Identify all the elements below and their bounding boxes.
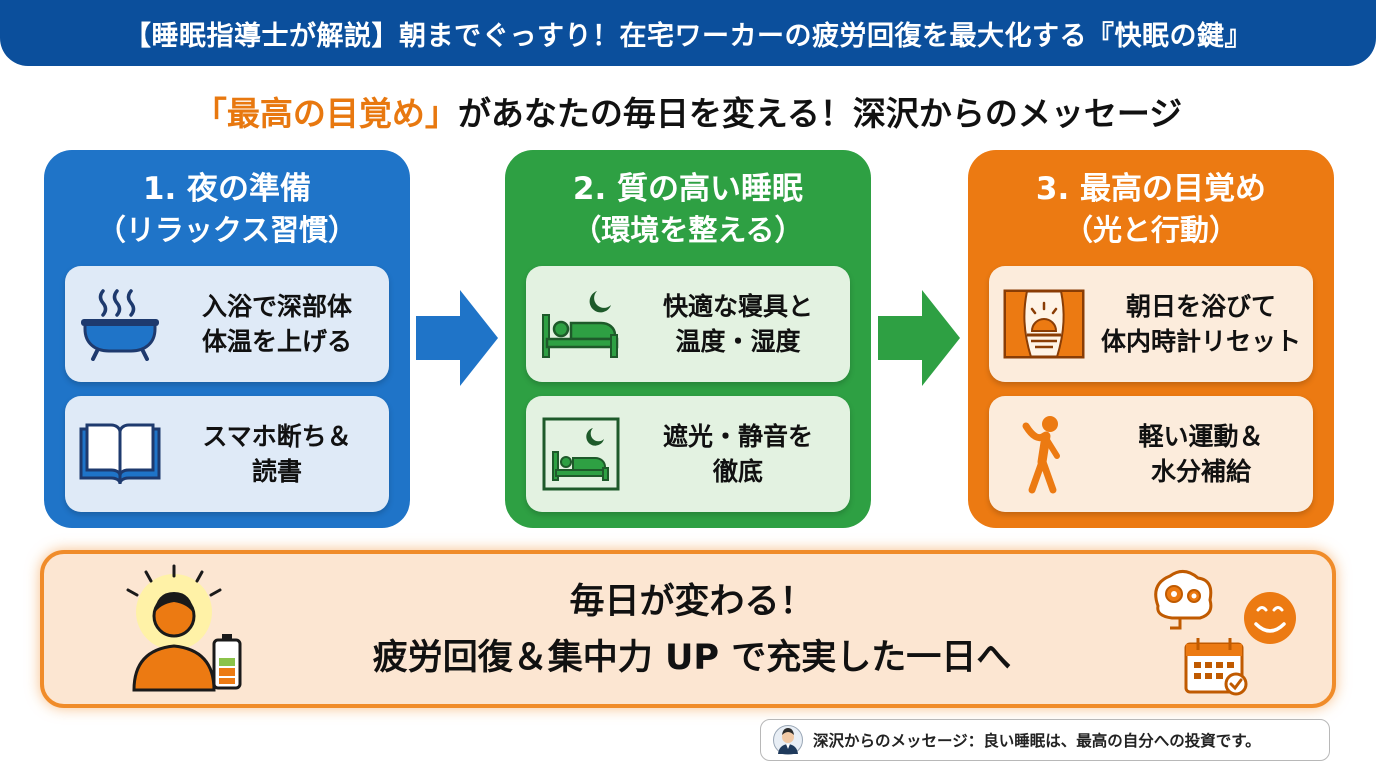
step-subheading: （リラックス習慣）	[96, 213, 358, 247]
step-heading: 2. 質の高い睡眠	[572, 171, 804, 207]
item-line: 快適な寝具と	[662, 292, 813, 321]
step-item-exercise: 軽い運動＆ 水分補給	[989, 396, 1313, 512]
sunrise-window-icon	[989, 266, 1099, 382]
dark-room-bed-icon	[526, 396, 636, 512]
item-line: 徹底	[712, 457, 763, 486]
step-subheading: （光と行動）	[1063, 213, 1238, 247]
calendar-check-icon	[1184, 638, 1248, 696]
bed-moon-icon	[526, 266, 636, 382]
step-item-text: 遮光・静音を 徹底	[636, 419, 850, 489]
item-line: 軽い運動＆	[1138, 422, 1264, 451]
item-line: 体温を上げる	[201, 327, 352, 356]
result-line-2: 疲労回復＆集中力 UP で充実した一日へ	[372, 638, 1012, 678]
avatar	[773, 725, 803, 755]
benefits-icons-group	[1154, 570, 1296, 696]
footer-message: 深沢からのメッセージ：良い睡眠は、最高の自分への投資です。	[813, 732, 1261, 750]
step-item-darkness: 遮光・静音を 徹底	[526, 396, 850, 512]
step-subheading: （環境を整える）	[572, 213, 804, 247]
result-banner: 毎日が変わる！ 疲労回復＆集中力 UP で充実した一日へ	[40, 550, 1336, 708]
brain-gear-icon	[1154, 570, 1213, 630]
result-line-1: 毎日が変わる！	[569, 582, 815, 622]
stretching-person-icon	[989, 396, 1099, 512]
book-icon	[65, 396, 175, 512]
step-card-best-wakeup: 3. 最高の目覚め （光と行動） 朝日を浴びて 体内時計リセット	[968, 150, 1334, 528]
page-title-bar: 【睡眠指導士が解説】朝までぐっすり！在宅ワーカーの疲労回復を最大化する『快眠の鍵…	[0, 0, 1376, 66]
page-title: 【睡眠指導士が解説】朝までぐっすり！在宅ワーカーの疲労回復を最大化する『快眠の鍵…	[123, 20, 1253, 52]
arrow-right-icon	[878, 290, 960, 386]
subtitle-highlight: 「最高の目覚め」	[193, 94, 458, 133]
item-line: 入浴で深部体	[201, 292, 352, 321]
result-text: 毎日が変わる！ 疲労回復＆集中力 UP で充実した一日へ	[274, 574, 1110, 686]
step-card-night-prep: 1. 夜の準備 （リラックス習慣） 入浴で深部体 体温を上げる	[44, 150, 410, 528]
step-card-header: 3. 最高の目覚め （光と行動）	[968, 168, 1334, 250]
step-item-sunlight: 朝日を浴びて 体内時計リセット	[989, 266, 1313, 382]
step-item-reading: スマホ断ち＆ 読書	[65, 396, 389, 512]
item-line: 遮光・静音を	[662, 422, 813, 451]
step-card-quality-sleep: 2. 質の高い睡眠 （環境を整える） 快適な寝具と 温度・湿度	[505, 150, 871, 528]
item-line: 水分補給	[1150, 457, 1251, 486]
step-card-header: 1. 夜の準備 （リラックス習慣）	[44, 168, 410, 250]
step-item-text: スマホ断ち＆ 読書	[175, 419, 389, 489]
step-heading: 3. 最高の目覚め	[1035, 171, 1267, 207]
step-item-text: 入浴で深部体 体温を上げる	[175, 289, 389, 359]
arrow-right-icon	[416, 290, 498, 386]
energized-person-icon	[126, 564, 242, 692]
step-item-text: 軽い運動＆ 水分補給	[1099, 419, 1313, 489]
smiley-face-icon	[1244, 592, 1296, 644]
step-item-bath: 入浴で深部体 体温を上げる	[65, 266, 389, 382]
item-line: 体内時計リセット	[1100, 327, 1301, 356]
step-card-header: 2. 質の高い睡眠 （環境を整える）	[505, 168, 871, 250]
step-item-text: 朝日を浴びて 体内時計リセット	[1099, 289, 1313, 359]
step-item-bedding: 快適な寝具と 温度・湿度	[526, 266, 850, 382]
subtitle: 「最高の目覚め」があなたの毎日を変える！深沢からのメッセージ	[0, 88, 1376, 134]
item-line: 読書	[251, 457, 302, 486]
bathtub-icon	[65, 266, 175, 382]
step-item-text: 快適な寝具と 温度・湿度	[636, 289, 850, 359]
step-heading: 1. 夜の準備	[142, 171, 312, 207]
item-line: 朝日を浴びて	[1125, 292, 1276, 321]
item-line: 温度・湿度	[675, 327, 801, 356]
item-line: スマホ断ち＆	[202, 422, 352, 451]
footer-message-box: 深沢からのメッセージ：良い睡眠は、最高の自分への投資です。	[760, 719, 1330, 761]
subtitle-rest: があなたの毎日を変える！深沢からのメッセージ	[457, 94, 1183, 133]
